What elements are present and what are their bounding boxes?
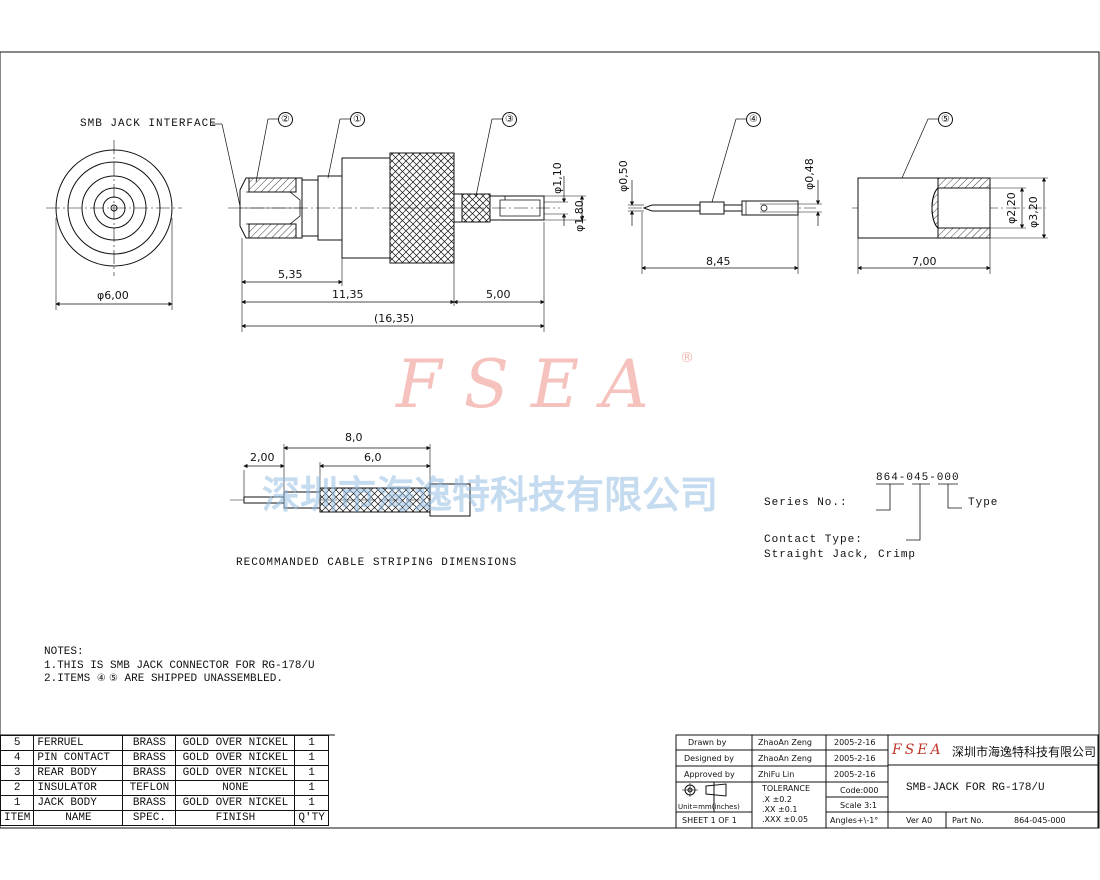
- contact-type-value: Straight Jack, Crimp: [764, 549, 917, 561]
- table-header: ITEM NAME SPEC. FINISH Q'TY: [0, 810, 329, 826]
- drawn-name: ZhaoAn Zeng: [758, 738, 812, 747]
- approved-date: 2005-2-16: [834, 770, 876, 779]
- callout-1: ①: [350, 112, 365, 127]
- table-row: 3 REAR BODY BRASS GOLD OVER NICKEL 1: [0, 765, 329, 781]
- callout-2: ②: [278, 112, 293, 127]
- ferrule-view: [852, 118, 1048, 274]
- dim-180: φ1,80: [573, 200, 586, 232]
- tolerance-3: .XXX ±0.05: [762, 815, 809, 824]
- code-value: Code:000: [840, 786, 879, 795]
- callout-3: ③: [502, 112, 517, 127]
- smb-interface-label: SMB JACK INTERFACE: [80, 118, 217, 130]
- notes-items-icon: ④ ⑤: [96, 673, 118, 684]
- notes-line-2: 2.ITEMS ④ ⑤ ARE SHIPPED UNASSEMBLED.: [44, 673, 283, 685]
- contact-type-label: Contact Type:: [764, 534, 863, 546]
- pin-contact-view: [628, 118, 822, 274]
- approved-name: ZhiFu Lin: [758, 770, 795, 779]
- dim-110: φ1,10: [551, 162, 564, 194]
- sheet-value: SHEET 1 OF 1: [682, 816, 737, 825]
- table-row: 4 PIN CONTACT BRASS GOLD OVER NICKEL 1: [0, 750, 329, 766]
- dim-500: 5,00: [486, 288, 511, 301]
- callout-5: ⑤: [938, 112, 953, 127]
- front-face-view: [46, 140, 182, 310]
- dim-200: 2,00: [250, 451, 275, 464]
- drawn-label: Drawn by: [688, 738, 727, 747]
- designed-date: 2005-2-16: [834, 754, 876, 763]
- dim-220: φ2,20: [1005, 192, 1018, 224]
- designed-label: Designed by: [684, 754, 734, 763]
- dim-700: 7,00: [912, 255, 937, 268]
- tolerance-2: .XX ±0.1: [762, 805, 798, 814]
- dim-048: φ0,48: [803, 158, 816, 190]
- dim-845: 8,45: [706, 255, 731, 268]
- part-code-number: 864-045-000: [876, 472, 960, 484]
- dim-1635: (16,35): [374, 312, 415, 325]
- tolerance-label: TOLERANCE: [762, 784, 811, 793]
- table-row: 2 INSULATOR TEFLON NONE 1: [0, 780, 329, 796]
- dim-1135: 11,35: [332, 288, 364, 301]
- type-label: Type: [968, 497, 999, 509]
- notes-line-1: 1.THIS IS SMB JACK CONNECTOR FOR RG-178/…: [44, 660, 315, 672]
- drawn-date: 2005-2-16: [834, 738, 876, 747]
- title-block-logo: FSEA: [892, 742, 944, 758]
- connector-side-view: [212, 118, 586, 332]
- watermark-registered: ®: [680, 350, 694, 366]
- series-label: Series No.:: [764, 497, 848, 509]
- table-row: 5 FERRUEL BRASS GOLD OVER NICKEL 1: [0, 735, 329, 751]
- callout-4: ④: [746, 112, 761, 127]
- designed-name: ZhaoAn Zeng: [758, 754, 812, 763]
- bom-table: 5 FERRUEL BRASS GOLD OVER NICKEL 1 4 PIN…: [0, 735, 329, 826]
- drawing-title: SMB-JACK FOR RG-178/U: [906, 782, 1045, 794]
- cable-strip-label: RECOMMANDED CABLE STRIPING DIMENSIONS: [236, 557, 518, 569]
- sheet-border: [0, 51, 1100, 829]
- cable-strip-view: [230, 444, 471, 517]
- dim-050: φ0,50: [617, 160, 630, 192]
- table-row: 1 JACK BODY BRASS GOLD OVER NICKEL 1: [0, 795, 329, 811]
- notes-title: NOTES:: [44, 646, 84, 658]
- watermark-brand: FSEA: [396, 346, 671, 423]
- dim-60: 6,0: [364, 451, 382, 464]
- dim-face-dia: φ6,00: [97, 289, 129, 302]
- approved-label: Approved by: [684, 770, 735, 779]
- dim-80: 8,0: [345, 431, 363, 444]
- version-value: Ver A0: [906, 816, 933, 825]
- units-value: Unit=mm(inches): [678, 803, 740, 811]
- watermark-company: 深圳市海逸特科技有限公司: [262, 473, 719, 517]
- part-no-label: Part No.: [952, 816, 984, 825]
- title-block-company: 深圳市海逸特科技有限公司: [952, 745, 1097, 759]
- angles-value: Angles+\-1°: [830, 816, 879, 825]
- dim-535: 5,35: [278, 268, 303, 281]
- part-code-breakdown: [876, 483, 962, 541]
- title-block: [675, 734, 1099, 829]
- tolerance-1: .X ±0.2: [762, 795, 792, 804]
- scale-value: Scale 3:1: [840, 801, 877, 810]
- part-no-value: 864-045-000: [1014, 816, 1066, 825]
- dim-320: φ3,20: [1027, 196, 1040, 228]
